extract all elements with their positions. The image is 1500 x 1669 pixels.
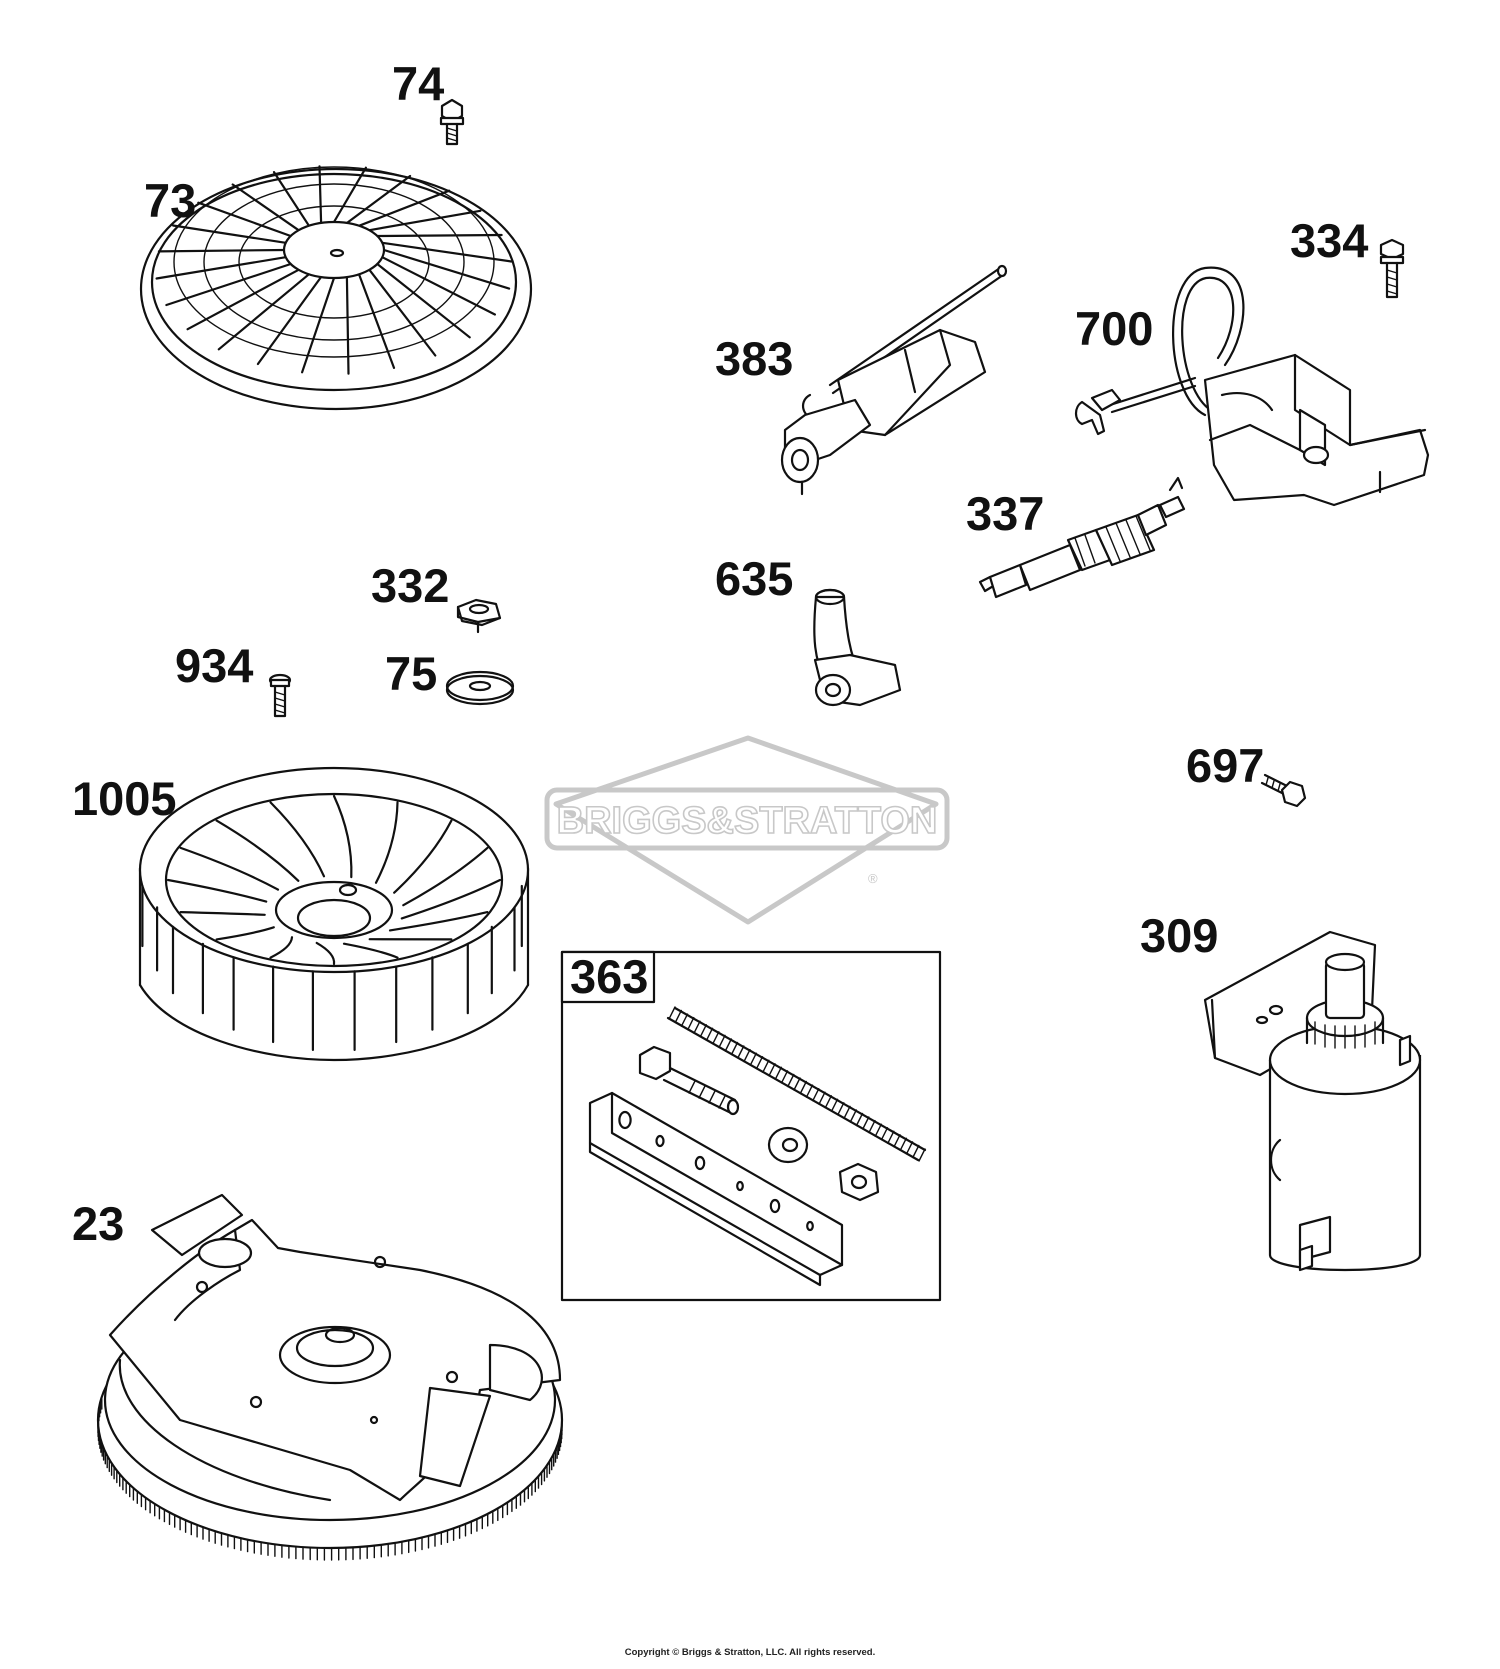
label-1005: 1005	[72, 772, 177, 825]
part-363-kit[interactable]	[560, 950, 942, 1302]
part-383-spark-plug-wrench[interactable]	[780, 264, 1008, 496]
part-74-screw[interactable]	[439, 98, 465, 146]
part-73-fan-screen[interactable]	[139, 165, 533, 411]
label-635: 635	[715, 552, 793, 605]
label-332: 332	[371, 559, 449, 612]
part-700-ignition-coil[interactable]	[1074, 266, 1430, 507]
label-75: 75	[385, 647, 437, 700]
label-363: 363	[570, 950, 648, 1003]
label-73: 73	[144, 174, 196, 227]
label-337: 337	[966, 487, 1044, 540]
part-934-screw[interactable]	[268, 673, 292, 718]
part-75-washer[interactable]	[445, 670, 515, 706]
label-700: 700	[1075, 302, 1153, 355]
part-309-starter-motor[interactable]	[1203, 930, 1422, 1272]
part-labels: 74 73 334 700 383 337 635 332 934 75 697…	[72, 57, 1368, 1250]
label-74: 74	[392, 57, 444, 110]
part-635-spark-plug-boot[interactable]	[813, 588, 902, 707]
part-697-bolt[interactable]	[1260, 773, 1307, 808]
label-334: 334	[1290, 214, 1368, 267]
label-697: 697	[1186, 739, 1264, 792]
part-334-bolt[interactable]	[1379, 238, 1405, 299]
briggs-stratton-watermark: BRIGGS&STRATTON ®	[544, 735, 950, 925]
copyright-notice: Copyright © Briggs & Stratton, LLC. All …	[624, 1647, 876, 1658]
watermark-registered-mark: ®	[868, 871, 878, 886]
watermark-text: BRIGGS&STRATTON	[557, 800, 938, 842]
label-383: 383	[715, 332, 793, 385]
label-309: 309	[1140, 909, 1218, 962]
part-23-flywheel[interactable]	[96, 1193, 564, 1561]
label-934: 934	[175, 639, 253, 692]
part-337-spark-plug[interactable]	[978, 476, 1186, 599]
part-332-nut[interactable]	[456, 598, 502, 634]
part-1005-blower-fan[interactable]	[138, 766, 530, 1062]
label-23: 23	[72, 1197, 124, 1250]
